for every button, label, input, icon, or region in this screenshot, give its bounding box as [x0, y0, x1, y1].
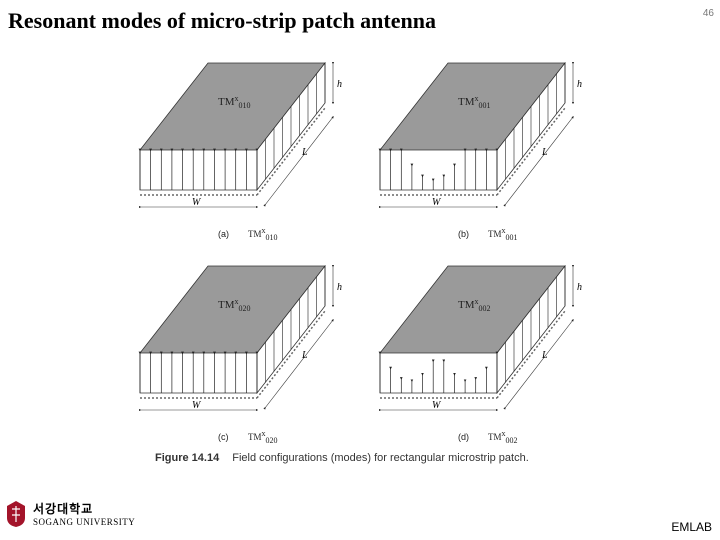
- length-dimension-line: [503, 116, 574, 207]
- university-logo: 서강대학교 SOGANG UNIVERSITY: [6, 498, 135, 534]
- figure-caption: Figure 14.14 Field configurations (modes…: [155, 452, 529, 464]
- panel-sub-caption-mode: TMx001: [488, 226, 518, 242]
- panel-sub-caption: (b): [458, 229, 469, 239]
- front-face-outline: [139, 353, 258, 394]
- width-label: W: [192, 197, 202, 208]
- panel-3: hL W TMx020 (c) TMx020: [138, 264, 342, 445]
- university-korean-name: 서강대학교: [33, 502, 94, 516]
- footer-label: EMLAB: [671, 520, 712, 534]
- university-seal-icon: [7, 501, 25, 527]
- width-label: W: [192, 400, 202, 411]
- length-label: L: [541, 350, 548, 361]
- page-number: 46: [702, 8, 714, 19]
- height-label: h: [577, 282, 582, 293]
- height-label: h: [577, 79, 582, 90]
- front-face-outline: [139, 150, 258, 191]
- front-face-outline: [379, 150, 498, 191]
- length-dimension-line: [503, 319, 574, 410]
- panel-sub-caption-mode: TMx002: [488, 429, 518, 445]
- mode-label: TMx020: [218, 297, 251, 313]
- figure-caption-label: Figure 14.14: [155, 452, 220, 464]
- panel-sub-caption: (a): [218, 229, 229, 239]
- length-label: L: [301, 147, 308, 158]
- panel-1: hL W TMx010 (a) TMx010: [138, 61, 342, 242]
- panel-sub-caption: (d): [458, 432, 469, 442]
- length-label: L: [301, 350, 308, 361]
- length-dimension-line: [263, 319, 334, 410]
- length-dimension-line: [263, 116, 334, 207]
- panel-sub-caption: (c): [218, 432, 229, 442]
- height-label: h: [337, 79, 342, 90]
- university-english-name: SOGANG UNIVERSITY: [33, 517, 136, 527]
- front-face-outline: [379, 353, 498, 394]
- width-label: W: [432, 400, 442, 411]
- length-label: L: [541, 147, 548, 158]
- panel-2: hL W TMx001 (b) TMx001: [378, 61, 582, 242]
- figure-caption-text: Field configurations (modes) for rectang…: [232, 452, 529, 464]
- panel-sub-caption-mode: TMx020: [248, 429, 278, 445]
- slide-title: Resonant modes of micro-strip patch ante…: [8, 8, 436, 33]
- mode-label: TMx002: [458, 297, 491, 313]
- mode-label: TMx001: [458, 94, 491, 110]
- mode-label: TMx010: [218, 94, 251, 110]
- width-label: W: [432, 197, 442, 208]
- panel-sub-caption-mode: TMx010: [248, 226, 278, 242]
- height-label: h: [337, 282, 342, 293]
- panel-4: hL W TMx002 (d) TMx002: [378, 264, 582, 445]
